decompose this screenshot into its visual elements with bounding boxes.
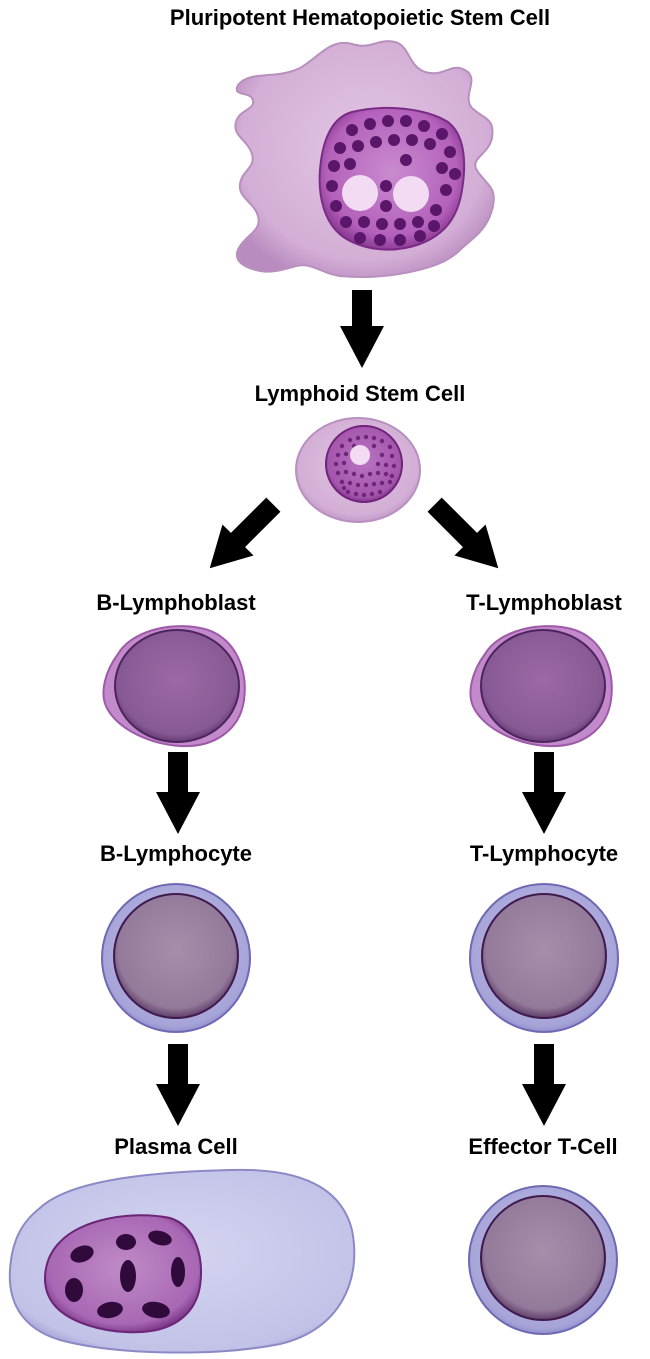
down-arrow-icon xyxy=(522,1044,566,1126)
effector-t-cell xyxy=(468,1185,618,1335)
label-lymphoid-stem-cell: Lymphoid Stem Cell xyxy=(254,381,466,406)
b-lymphocyte-nucleus xyxy=(113,893,239,1019)
lymphoid-granules xyxy=(333,434,397,498)
down-right-arrow-icon xyxy=(427,497,499,569)
hsc-granules xyxy=(326,115,461,246)
b-lymphocyte-cell xyxy=(101,883,251,1033)
t-lymphocyte-nucleus xyxy=(481,893,607,1019)
down-left-arrow-icon xyxy=(209,497,281,569)
lymphoid-stem-cell xyxy=(295,417,421,523)
down-arrow-icon xyxy=(156,1044,200,1126)
label-plasma-cell: Plasma Cell xyxy=(114,1134,238,1159)
label-effector-t-cell: Effector T-Cell xyxy=(468,1134,618,1159)
label-b-lymphocyte: B-Lymphocyte xyxy=(100,841,252,866)
plasma-chromatin xyxy=(65,1230,185,1319)
label-hsc: Pluripotent Hematopoietic Stem Cell xyxy=(169,5,551,30)
plasma-cell xyxy=(8,1168,356,1354)
t-lymphocyte-cell xyxy=(469,883,619,1033)
t-lymphoblast-cell xyxy=(469,625,613,748)
label-t-lymphoblast: T-Lymphoblast xyxy=(466,590,622,615)
down-arrow-icon xyxy=(522,752,566,834)
hsc-cell xyxy=(234,40,495,278)
label-b-lymphoblast: B-Lymphoblast xyxy=(96,590,256,615)
hsc-nucleolus-left xyxy=(342,175,378,211)
b-lymphoblast-nucleus xyxy=(114,629,240,743)
b-lymphoblast-cell xyxy=(102,625,246,748)
down-arrow-icon xyxy=(156,752,200,834)
hsc-nucleolus-right xyxy=(393,176,429,212)
t-lymphoblast-nucleus xyxy=(480,629,606,743)
down-arrow-icon xyxy=(340,290,384,368)
effector-nucleus xyxy=(480,1195,606,1321)
label-t-lymphocyte: T-Lymphocyte xyxy=(469,841,619,866)
lymphoid-nucleolus xyxy=(350,445,370,465)
